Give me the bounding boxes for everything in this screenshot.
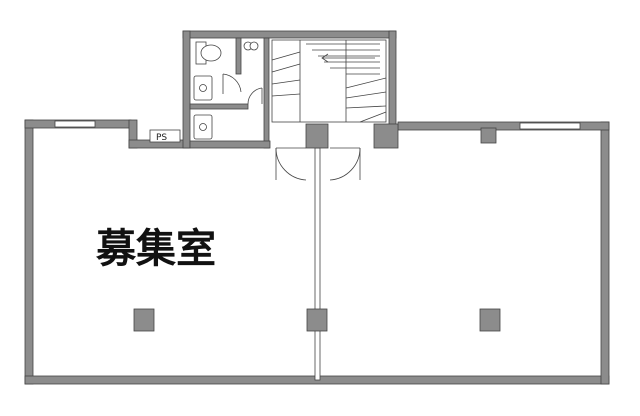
sink-icon (193, 75, 213, 101)
exhaust-fan-icon (243, 41, 259, 51)
door-icon (222, 73, 361, 181)
ps-box: PS (149, 129, 181, 143)
windows (54, 120, 581, 130)
stairs-icon (271, 39, 387, 123)
toilet-icon (195, 41, 222, 65)
kitchen-sink-icon (193, 114, 213, 140)
ps-label: PS (156, 133, 167, 143)
column-icon (133, 308, 501, 332)
room-label: 募集室 (96, 226, 216, 272)
center-partition (314, 147, 321, 381)
core-walls (182, 30, 497, 149)
